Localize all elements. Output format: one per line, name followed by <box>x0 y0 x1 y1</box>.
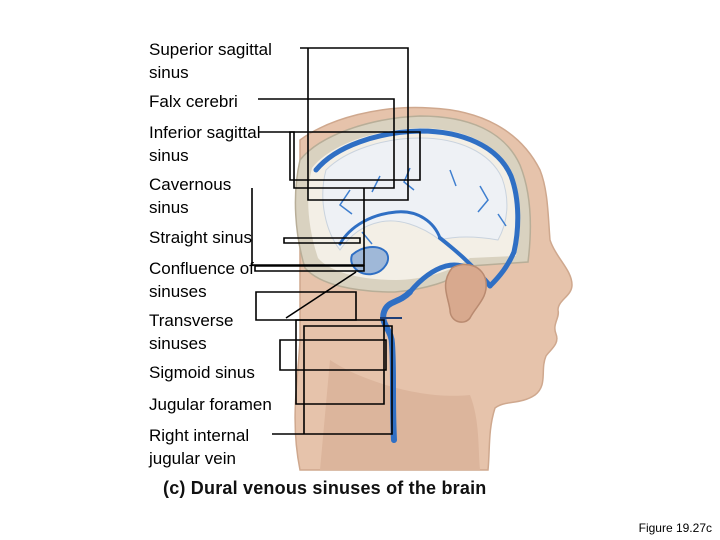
neck-shadow <box>320 360 480 470</box>
leader-falx-cerebri <box>258 98 395 189</box>
label-jugular-foramen: Jugular foramen <box>149 395 272 414</box>
leader-internal-jugular <box>272 325 393 435</box>
label-straight-sinus: Straight sinus <box>149 228 252 247</box>
label-confluence-of-sinuses: Confluence of sinuses <box>149 259 254 301</box>
inferior-sagittal-sinus-vessel <box>338 210 442 246</box>
sigmoid-sinus-vessel <box>380 289 413 347</box>
leader-transverse <box>255 291 357 321</box>
cavernous-sinus-vessel <box>350 246 390 276</box>
figure-caption: (c) Dural venous sinuses of the brain <box>163 478 487 498</box>
label-right-internal-jugular-vein: Right internal jugular vein <box>149 426 250 468</box>
leader-transverse-pointer <box>285 271 357 319</box>
leader-sigmoid <box>279 339 387 371</box>
leader-superior-sagittal <box>300 47 409 201</box>
label-transverse-sinuses: Transverse sinuses <box>149 311 234 353</box>
leader-jugular-foramen <box>295 319 385 405</box>
leader-cavernous <box>251 188 365 266</box>
label-inferior-sagittal-sinus: Inferior sagittal sinus <box>149 123 261 165</box>
label-sigmoid-sinus: Sigmoid sinus <box>149 363 255 382</box>
label-superior-sagittal-sinus: Superior sagittal sinus <box>149 40 272 82</box>
label-falx-cerebri: Falx cerebri <box>149 92 238 111</box>
leader-inferior-sagittal <box>289 131 421 181</box>
leader-confluence <box>254 265 365 272</box>
leader-straight <box>283 237 361 244</box>
ear <box>444 263 487 323</box>
figure-reference: Figure 19.27c <box>638 521 712 535</box>
superior-sagittal-sinus-vessel <box>313 128 521 289</box>
label-cavernous-sinus: Cavernous sinus <box>149 175 232 217</box>
